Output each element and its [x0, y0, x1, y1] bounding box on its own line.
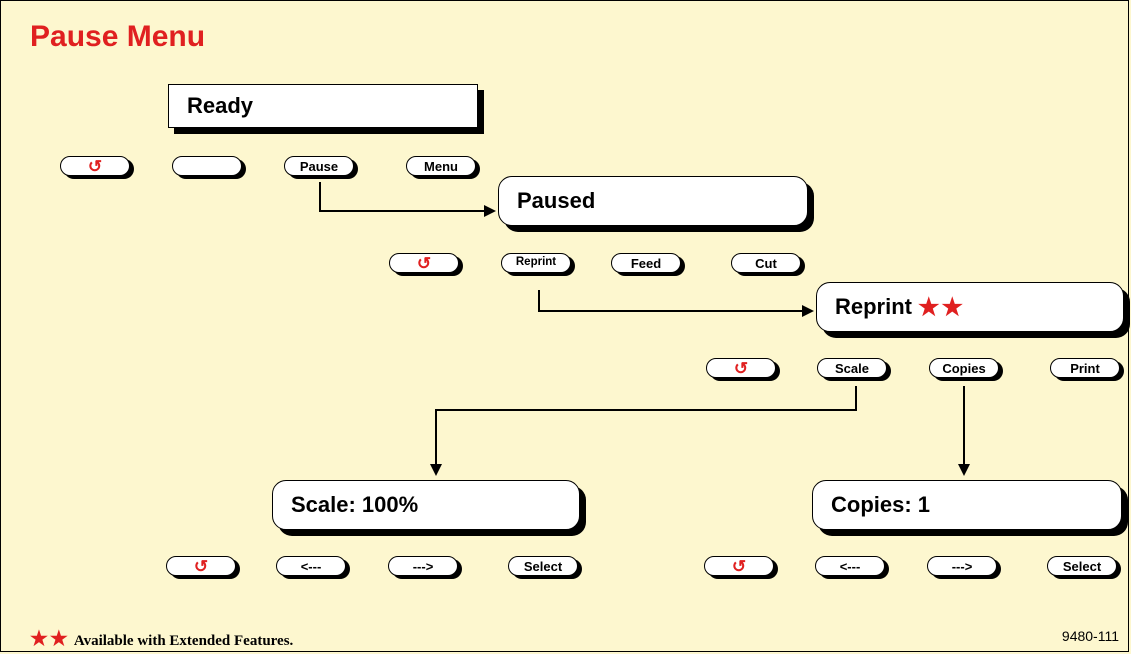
scale-button-label: Scale: [835, 360, 869, 376]
back-arrow-icon: ↺: [416, 253, 432, 273]
right-arrow-button[interactable]: --->: [927, 556, 997, 576]
scale-screen: Scale: 100%: [272, 480, 580, 530]
menu-button-label: Menu: [424, 158, 458, 174]
back-arrow-icon: ↺: [733, 358, 749, 378]
feed-button-label: Feed: [630, 255, 662, 271]
back-button[interactable]: ↺: [389, 253, 459, 273]
copies-screen-label: Copies: 1: [831, 492, 931, 517]
pause-button-label: Pause: [299, 158, 339, 174]
cut-button-label: Cut: [755, 255, 777, 271]
copies-button-label: Copies: [942, 360, 986, 376]
page-title: Pause Menu: [30, 20, 206, 53]
figure-code: 9480-111: [1061, 628, 1119, 644]
back-button[interactable]: ↺: [706, 358, 776, 378]
print-button[interactable]: Print: [1050, 358, 1120, 378]
back-button[interactable]: ↺: [704, 556, 774, 576]
back-button[interactable]: ↺: [166, 556, 236, 576]
scale-screen-label: Scale: 100%: [291, 492, 419, 517]
back-arrow-icon: ↺: [193, 556, 209, 576]
copies-button[interactable]: Copies: [929, 358, 999, 378]
ready-screen: Ready: [168, 84, 478, 128]
scale-button[interactable]: Scale: [817, 358, 887, 378]
menu-button[interactable]: Menu: [406, 156, 476, 176]
footnote-text: Available with Extended Features.: [73, 633, 294, 649]
extended-feature-star-icon: ★★: [918, 293, 966, 321]
reprint-screen: Reprint ★★: [816, 282, 1124, 332]
select-button-label: Select: [523, 558, 563, 574]
select-button[interactable]: Select: [1047, 556, 1117, 576]
ready-screen-label: Ready: [187, 93, 254, 118]
pause-to-paused-arrow: [319, 182, 496, 217]
copies-screen: Copies: 1: [812, 480, 1122, 530]
footnote-star-icon: ★★: [30, 628, 70, 650]
reprint-screen-label: Reprint: [835, 294, 912, 319]
left-arrow-button[interactable]: <---: [815, 556, 885, 576]
left-arrow-button-label: <---: [300, 558, 322, 574]
blank-button[interactable]: [172, 156, 242, 176]
print-button-label: Print: [1070, 360, 1100, 376]
pause-button[interactable]: Pause: [284, 156, 354, 176]
right-arrow-button[interactable]: --->: [388, 556, 458, 576]
select-button-label: Select: [1062, 558, 1102, 574]
back-arrow-icon: ↺: [731, 556, 747, 576]
right-arrow-button-label: --->: [951, 558, 973, 574]
feed-button[interactable]: Feed: [611, 253, 681, 273]
cut-button[interactable]: Cut: [731, 253, 801, 273]
left-arrow-button-label: <---: [839, 558, 861, 574]
extended-features-footnote: ★★Available with Extended Features.: [30, 626, 293, 651]
paused-screen: Paused: [498, 176, 808, 226]
select-button[interactable]: Select: [508, 556, 578, 576]
reprint-button[interactable]: Reprint: [501, 253, 571, 273]
back-arrow-icon: ↺: [87, 156, 103, 176]
scale-to-scale-screen-arrow: [430, 386, 857, 476]
reprint-to-reprint-screen-arrow: [538, 290, 814, 317]
right-arrow-button-label: --->: [412, 558, 434, 574]
paused-screen-label: Paused: [517, 188, 596, 213]
back-button[interactable]: ↺: [60, 156, 130, 176]
reprint-button-label: Reprint: [515, 256, 557, 269]
left-arrow-button[interactable]: <---: [276, 556, 346, 576]
